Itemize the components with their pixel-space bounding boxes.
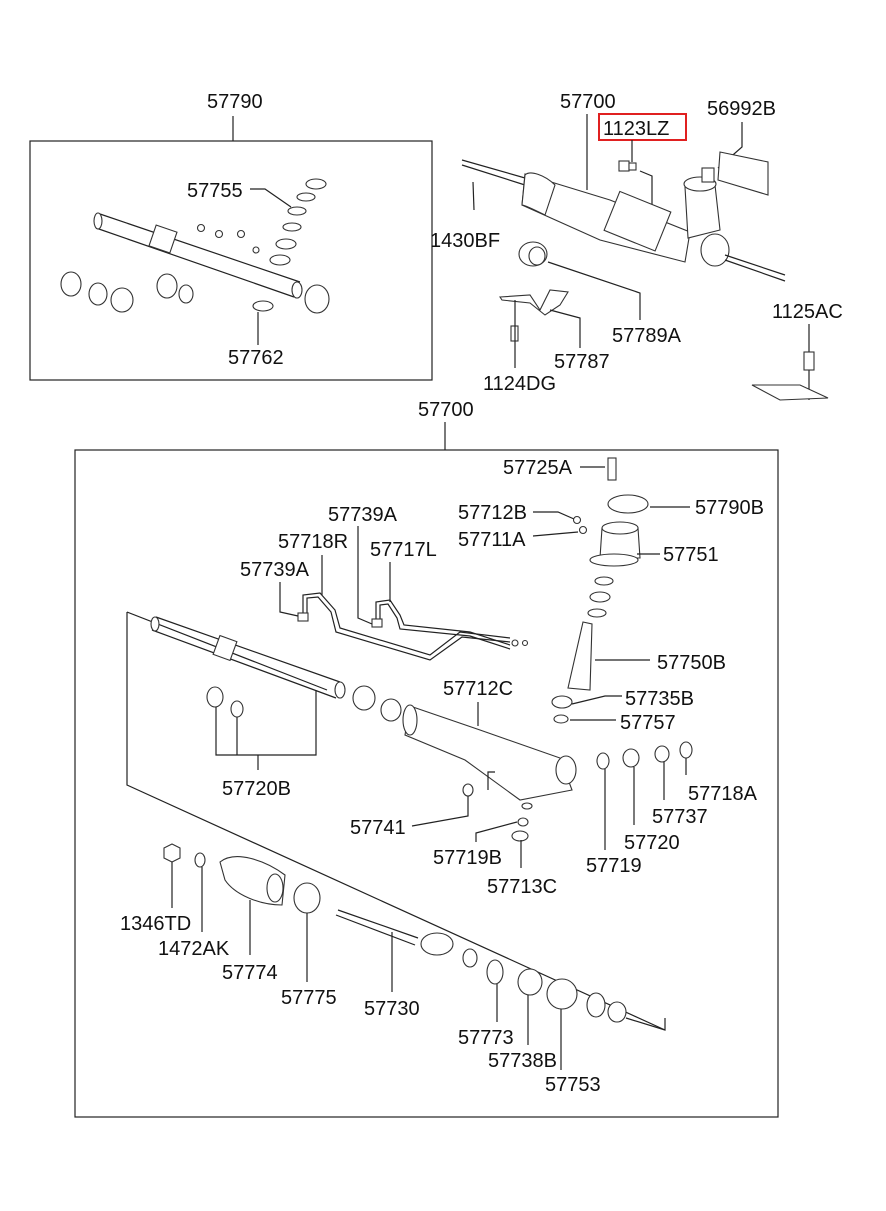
label-57700-group[interactable]: 57700 bbox=[418, 399, 474, 421]
label-57739A-top[interactable]: 57739A bbox=[328, 504, 398, 526]
seal-stack-icon bbox=[587, 576, 614, 618]
label-57790[interactable]: 57790 bbox=[207, 91, 263, 113]
label-57762[interactable]: 57762 bbox=[228, 347, 284, 369]
label-plate-icon bbox=[717, 151, 769, 196]
cap-icon bbox=[607, 494, 649, 514]
label-57700-assembly[interactable]: 57700 bbox=[560, 91, 616, 113]
label-57719B[interactable]: 57719B bbox=[433, 847, 502, 869]
gear-housing-icon bbox=[402, 704, 577, 801]
bolt-icon bbox=[803, 351, 815, 371]
group-box-57790 bbox=[29, 140, 433, 381]
label-57757[interactable]: 57757 bbox=[620, 712, 676, 734]
steering-gear-icon bbox=[461, 159, 786, 282]
label-57739A-left[interactable]: 57739A bbox=[240, 559, 310, 581]
label-57720[interactable]: 57720 bbox=[624, 832, 680, 854]
label-1472AK[interactable]: 1472AK bbox=[158, 938, 230, 960]
label-57753[interactable]: 57753 bbox=[545, 1074, 601, 1096]
label-57789A[interactable]: 57789A bbox=[612, 325, 682, 347]
label-1430BF[interactable]: 1430BF bbox=[430, 230, 500, 252]
label-1125AC[interactable]: 1125AC bbox=[772, 301, 843, 323]
plate-icon bbox=[751, 384, 829, 401]
label-57773[interactable]: 57773 bbox=[458, 1027, 514, 1049]
label-56992B[interactable]: 56992B bbox=[707, 98, 776, 120]
mounting-bracket-icon bbox=[499, 289, 569, 316]
label-57787[interactable]: 57787 bbox=[554, 351, 610, 373]
label-57719[interactable]: 57719 bbox=[586, 855, 642, 877]
group-box-57700 bbox=[74, 449, 779, 1118]
label-57755[interactable]: 57755 bbox=[187, 180, 243, 202]
label-1124DG[interactable]: 1124DG bbox=[483, 373, 556, 395]
rack-tube-icon bbox=[93, 212, 303, 299]
valve-housing-icon bbox=[589, 521, 641, 567]
subassembly-outline bbox=[126, 612, 666, 1031]
valve-spool-icon bbox=[567, 621, 593, 691]
label-57712C[interactable]: 57712C bbox=[443, 678, 513, 700]
label-57712B[interactable]: 57712B bbox=[458, 502, 527, 524]
label-57775[interactable]: 57775 bbox=[281, 987, 337, 1009]
label-57790B[interactable]: 57790B bbox=[695, 497, 764, 519]
bolt-icon bbox=[618, 160, 637, 172]
label-57718A[interactable]: 57718A bbox=[688, 783, 758, 805]
label-57717L[interactable]: 57717L bbox=[370, 539, 437, 561]
label-57720B[interactable]: 57720B bbox=[222, 778, 291, 800]
pipe-lines-icon bbox=[297, 592, 529, 661]
label-57737[interactable]: 57737 bbox=[652, 806, 708, 828]
seal-set-icon bbox=[60, 178, 330, 314]
label-57735B[interactable]: 57735B bbox=[625, 688, 694, 710]
label-57730[interactable]: 57730 bbox=[364, 998, 420, 1020]
label-57738B[interactable]: 57738B bbox=[488, 1050, 557, 1072]
label-57711A[interactable]: 57711A bbox=[458, 529, 526, 551]
rack-icon bbox=[150, 616, 402, 722]
label-57725A[interactable]: 57725A bbox=[503, 457, 573, 479]
tie-rod-parts-icon bbox=[163, 843, 627, 1023]
label-1123LZ[interactable]: 1123LZ bbox=[603, 118, 669, 140]
label-57718R[interactable]: 57718R bbox=[278, 531, 348, 553]
label-57750B[interactable]: 57750B bbox=[657, 652, 726, 674]
highlight-box-1123LZ bbox=[598, 113, 687, 141]
label-57751[interactable]: 57751 bbox=[663, 544, 719, 566]
bushing-icon bbox=[518, 241, 548, 267]
bolt-icon bbox=[607, 457, 617, 481]
label-57774[interactable]: 57774 bbox=[222, 962, 278, 984]
label-1346TD[interactable]: 1346TD bbox=[120, 913, 191, 935]
label-57741[interactable]: 57741 bbox=[350, 817, 406, 839]
label-57713C[interactable]: 57713C bbox=[487, 876, 557, 898]
